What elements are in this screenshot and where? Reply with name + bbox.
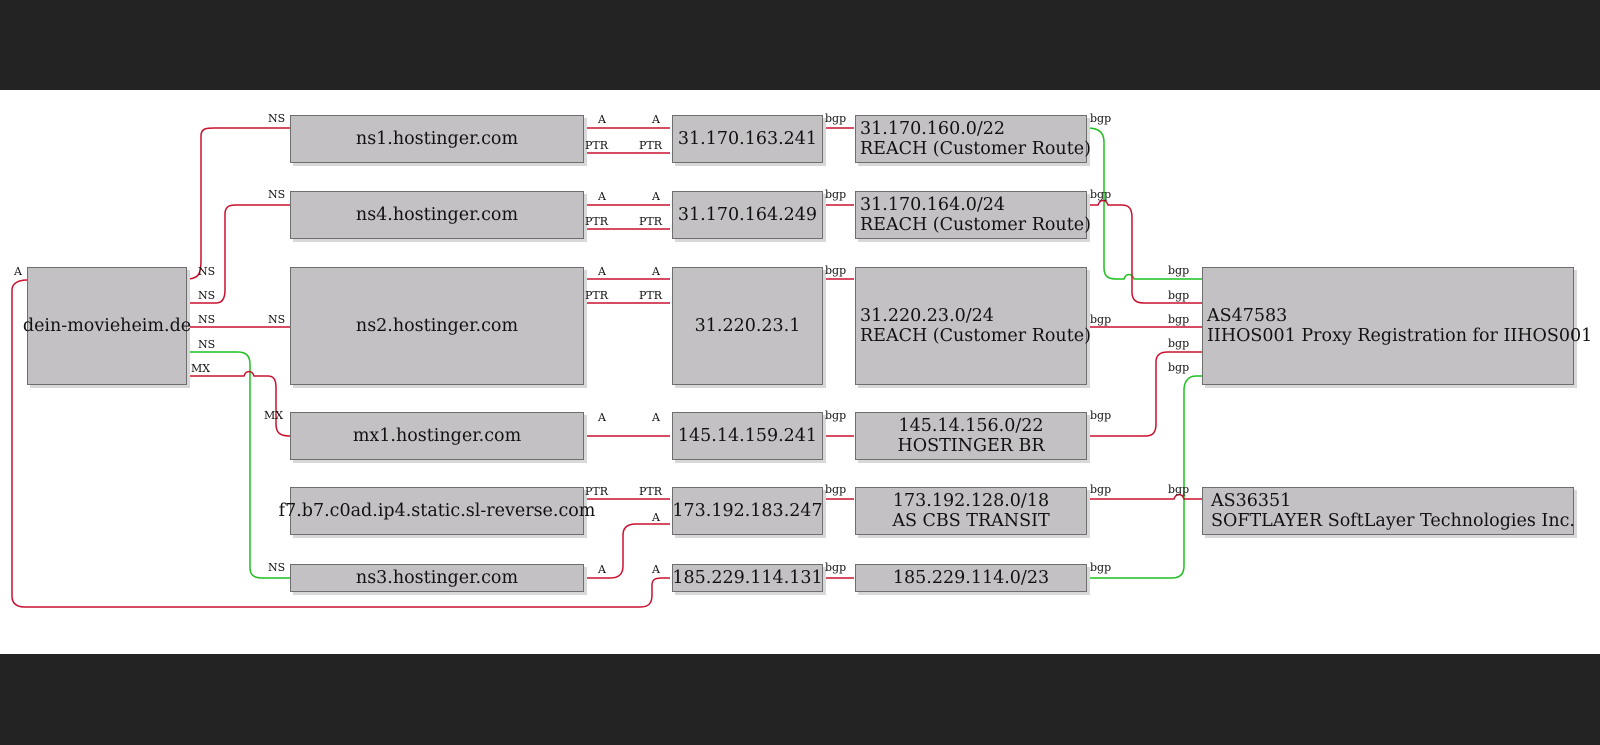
edge-label-bgp: bgp	[1168, 337, 1190, 350]
edge-label-ptr: PTR	[639, 485, 663, 498]
ip-node-6: 185.229.114.131	[672, 564, 823, 592]
net-node-1: 31.170.160.0/22 REACH (Customer Route)	[855, 115, 1091, 163]
edge-label-a: A	[652, 411, 660, 424]
host-node-mx1: mx1.hostinger.com	[290, 412, 584, 460]
edge-bgp-net6	[1088, 375, 1202, 579]
ip-node-3: 31.220.23.1	[672, 267, 823, 385]
as-node-36351: AS36351 SOFTLAYER SoftLayer Technologies…	[1202, 487, 1575, 535]
edge-label-bgp: bgp	[1090, 313, 1112, 326]
net-node-3-prefix: 31.220.23.0/24	[860, 306, 994, 326]
edge-bgp-net2	[1088, 199, 1202, 304]
edge-label-a: A	[598, 113, 606, 126]
as-node-47583: AS47583 IIHOS001 Proxy Registration for …	[1202, 267, 1592, 385]
edge-label-ptr: PTR	[585, 289, 609, 302]
edge-label-bgp: bgp	[825, 188, 847, 201]
edge-label-bgp: bgp	[1090, 483, 1112, 496]
edge-label-ns: NS	[198, 289, 216, 302]
net-node-4-prefix: 145.14.156.0/22	[898, 416, 1044, 436]
ip-node-5: 173.192.183.247	[672, 487, 823, 535]
edge-a-domain	[11, 279, 670, 608]
edge-label-a: A	[14, 265, 22, 278]
edge-label-mx: MX	[264, 409, 284, 422]
net-node-2-prefix: 31.170.164.0/24	[860, 195, 1006, 215]
edge-label-bgp: bgp	[1168, 361, 1190, 374]
as-node-47583-number: AS47583	[1207, 306, 1288, 326]
host-node-ns2: ns2.hostinger.com	[290, 267, 584, 385]
edge-label-a: A	[652, 511, 660, 524]
edges-layer	[11, 127, 1202, 608]
net-node-2-owner: REACH (Customer Route)	[860, 215, 1091, 235]
net-node-5: 173.192.128.0/18 AS CBS TRANSIT	[855, 487, 1087, 535]
ip-node-1: 31.170.163.241	[672, 115, 823, 163]
net-node-2: 31.170.164.0/24 REACH (Customer Route)	[855, 191, 1091, 239]
edge-label-bgp: bgp	[1168, 264, 1190, 277]
net-node-1-owner: REACH (Customer Route)	[860, 139, 1091, 159]
edge-label-ptr: PTR	[585, 139, 609, 152]
edge-label-ns: NS	[268, 313, 286, 326]
edge-label-bgp: bgp	[825, 483, 847, 496]
edge-label-a: A	[652, 563, 660, 576]
edge-label-a: A	[652, 265, 660, 278]
diagram-canvas: dein-movieheim.de ns1.hostinger.com ns4.…	[0, 90, 1600, 654]
domain-node: dein-movieheim.de	[23, 267, 191, 385]
edge-label-ptr: PTR	[639, 215, 663, 228]
edge-ns-ns3	[186, 351, 290, 579]
edge-label-bgp: bgp	[825, 409, 847, 422]
edge-ns-ns4	[186, 204, 290, 304]
edge-label-mx: MX	[191, 362, 211, 375]
edge-label-ns: NS	[268, 561, 286, 574]
host-node-reverse: f7.b7.c0ad.ip4.static.sl-reverse.com	[279, 487, 595, 535]
as-node-36351-number: AS36351	[1211, 491, 1292, 511]
edge-label-bgp: bgp	[1090, 561, 1112, 574]
net-node-1-prefix: 31.170.160.0/22	[860, 119, 1006, 139]
edge-label-a: A	[652, 190, 660, 203]
edge-label-bgp: bgp	[825, 112, 847, 125]
host-node-ns1: ns1.hostinger.com	[290, 115, 584, 163]
net-node-4-owner: HOSTINGER BR	[897, 436, 1045, 456]
edge-bgp-net5	[1088, 493, 1202, 500]
edge-label-ns: NS	[198, 338, 216, 351]
edge-label-ptr: PTR	[585, 215, 609, 228]
edge-label-ptr: PTR	[639, 139, 663, 152]
as-node-47583-name: IIHOS001 Proxy Registration for IIHOS001	[1207, 326, 1593, 346]
host-node-ns3: ns3.hostinger.com	[290, 564, 584, 592]
edge-label-ptr: PTR	[585, 485, 609, 498]
edge-label-ns: NS	[198, 313, 216, 326]
edge-mx-mx1	[186, 370, 291, 437]
edge-label-a: A	[598, 411, 606, 424]
edge-label-a: A	[598, 265, 606, 278]
net-node-5-prefix: 173.192.128.0/18	[892, 491, 1050, 511]
edge-label-bgp: bgp	[1168, 289, 1190, 302]
edge-label-bgp: bgp	[1090, 188, 1112, 201]
net-node-3-owner: REACH (Customer Route)	[860, 326, 1091, 346]
edge-label-a: A	[598, 563, 606, 576]
edge-label-ns: NS	[198, 265, 216, 278]
edge-a-ns3	[585, 523, 670, 579]
net-node-5-owner: AS CBS TRANSIT	[892, 511, 1050, 531]
edge-bgp-net4	[1088, 351, 1202, 437]
edge-label-a: A	[598, 190, 606, 203]
edge-label-ns: NS	[268, 188, 286, 201]
edge-label-bgp: bgp	[1168, 483, 1190, 496]
edge-bgp-net1	[1087, 127, 1202, 280]
edge-ns-ns1	[185, 127, 290, 280]
edge-label-a: A	[652, 113, 660, 126]
as-node-36351-name: SOFTLAYER SoftLayer Technologies Inc.	[1211, 511, 1575, 531]
net-node-4: 145.14.156.0/22 HOSTINGER BR	[855, 412, 1087, 460]
edge-label-bgp: bgp	[825, 561, 847, 574]
host-node-ns4: ns4.hostinger.com	[290, 191, 584, 239]
edge-label-bgp: bgp	[1090, 112, 1112, 125]
edge-label-ns: NS	[268, 112, 286, 125]
edge-label-bgp: bgp	[825, 264, 847, 277]
edge-label-bgp: bgp	[1168, 313, 1190, 326]
ip-node-2: 31.170.164.249	[672, 191, 823, 239]
net-node-6: 185.229.114.0/23	[855, 564, 1087, 592]
ip-node-4: 145.14.159.241	[672, 412, 823, 460]
edge-label-ptr: PTR	[639, 289, 663, 302]
edge-label-bgp: bgp	[1090, 409, 1112, 422]
net-node-3: 31.220.23.0/24 REACH (Customer Route)	[855, 267, 1091, 385]
